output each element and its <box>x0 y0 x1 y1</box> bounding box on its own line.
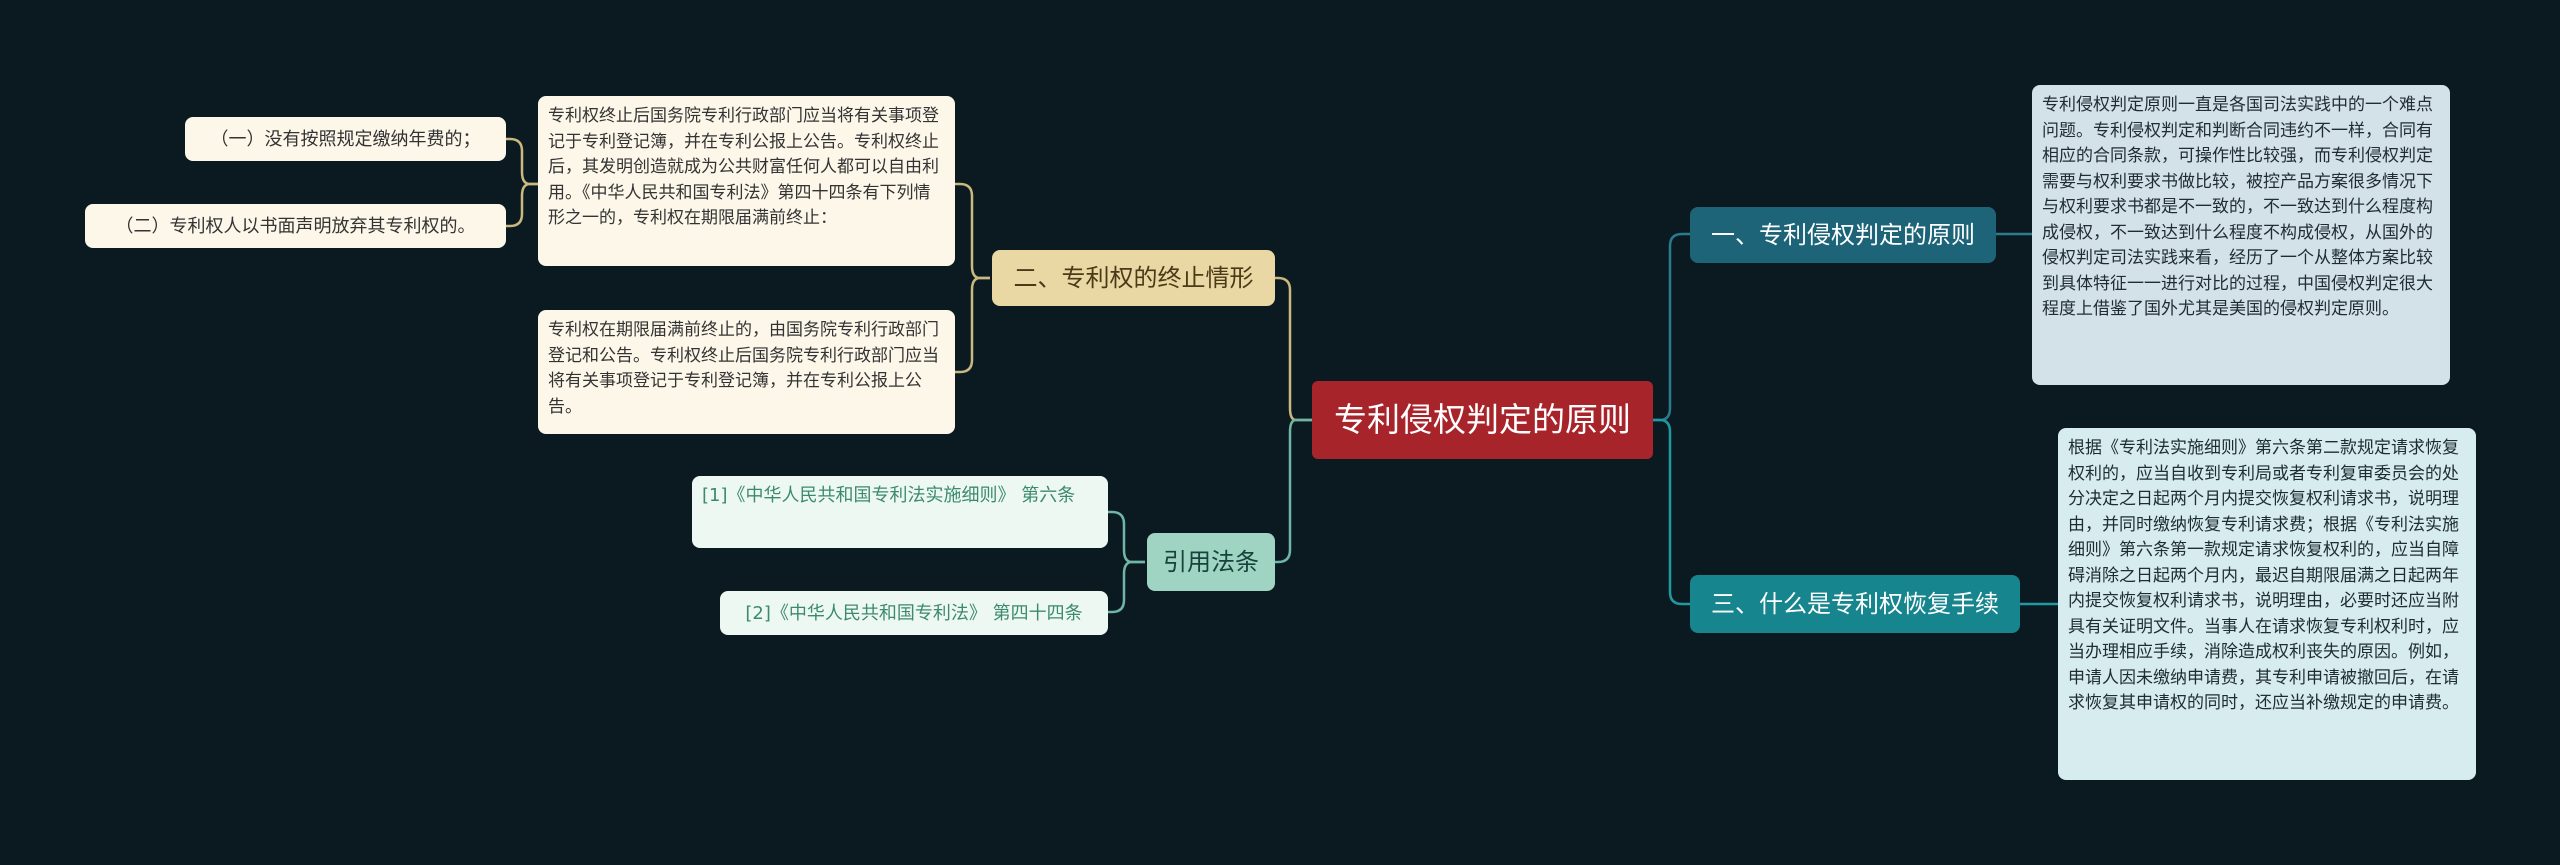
branch-principle-label: 一、专利侵权判定的原则 <box>1711 221 1975 249</box>
termination-sub-item-1-text: （一）没有按照规定缴纳年费的； <box>210 128 481 150</box>
branch-restoration[interactable]: 三、什么是专利权恢复手续 <box>1690 575 2020 633</box>
branch-citations-label: 引用法条 <box>1163 548 1259 576</box>
link-center-restoration <box>1653 418 1690 606</box>
link-detail1-sub1 <box>506 137 538 186</box>
termination-detail-1[interactable]: 专利权终止后国务院专利行政部门应当将有关事项登记于专利登记簿，并在专利公报上公告… <box>538 96 955 266</box>
branch-citations[interactable]: 引用法条 <box>1147 533 1275 591</box>
termination-sub-item-2[interactable]: （二）专利权人以书面声明放弃其专利权的。 <box>85 204 506 248</box>
termination-detail-1-text: 专利权终止后国务院专利行政部门应当将有关事项登记于专利登记簿，并在专利公报上公告… <box>548 106 939 228</box>
branch-termination-label: 二、专利权的终止情形 <box>1013 264 1254 292</box>
termination-detail-2-text: 专利权在期限届满前终止的，由国务院专利行政部门登记和公告。专利权终止后国务院专利… <box>548 320 939 417</box>
link-detail1-sub2 <box>506 182 538 228</box>
link-center-principle <box>1653 232 1690 422</box>
termination-sub-item-2-text: （二）专利权人以书面声明放弃其专利权的。 <box>115 215 476 237</box>
center-topic-label: 专利侵权判定的原则 <box>1334 400 1631 440</box>
center-topic[interactable]: 专利侵权判定的原则 <box>1312 381 1653 459</box>
termination-detail-2[interactable]: 专利权在期限届满前终止的，由国务院专利行政部门登记和公告。专利权终止后国务院专利… <box>538 310 955 434</box>
link-citations-item2 <box>1108 560 1145 614</box>
citation-item-1[interactable]: [1]《中华人民共和国专利法实施细则》 第六条 <box>692 476 1108 548</box>
link-center-termination <box>1275 276 1312 422</box>
branch-principle[interactable]: 一、专利侵权判定的原则 <box>1690 207 1996 263</box>
principle-detail[interactable]: 专利侵权判定原则一直是各国司法实践中的一个难点问题。专利侵权判定和判断合同违约不… <box>2032 85 2450 385</box>
citation-item-1-text: [1]《中华人民共和国专利法实施细则》 第六条 <box>702 485 1076 506</box>
link-center-citations <box>1275 418 1312 564</box>
link-termination-detail2 <box>955 276 990 374</box>
restoration-detail-text: 根据《专利法实施细则》第六条第二款规定请求恢复权利的，应当自收到专利局或者专利复… <box>2068 438 2459 713</box>
link-citations-item1 <box>1108 510 1145 564</box>
link-termination-detail1 <box>955 182 990 280</box>
branch-restoration-label: 三、什么是专利权恢复手续 <box>1711 590 1999 618</box>
branch-termination[interactable]: 二、专利权的终止情形 <box>992 250 1275 306</box>
termination-sub-item-1[interactable]: （一）没有按照规定缴纳年费的； <box>185 117 506 161</box>
restoration-detail[interactable]: 根据《专利法实施细则》第六条第二款规定请求恢复权利的，应当自收到专利局或者专利复… <box>2058 428 2476 780</box>
citation-item-2[interactable]: [2]《中华人民共和国专利法》 第四十四条 <box>720 591 1108 635</box>
principle-detail-text: 专利侵权判定原则一直是各国司法实践中的一个难点问题。专利侵权判定和判断合同违约不… <box>2042 95 2433 319</box>
citation-item-2-text: [2]《中华人民共和国专利法》 第四十四条 <box>745 602 1083 624</box>
